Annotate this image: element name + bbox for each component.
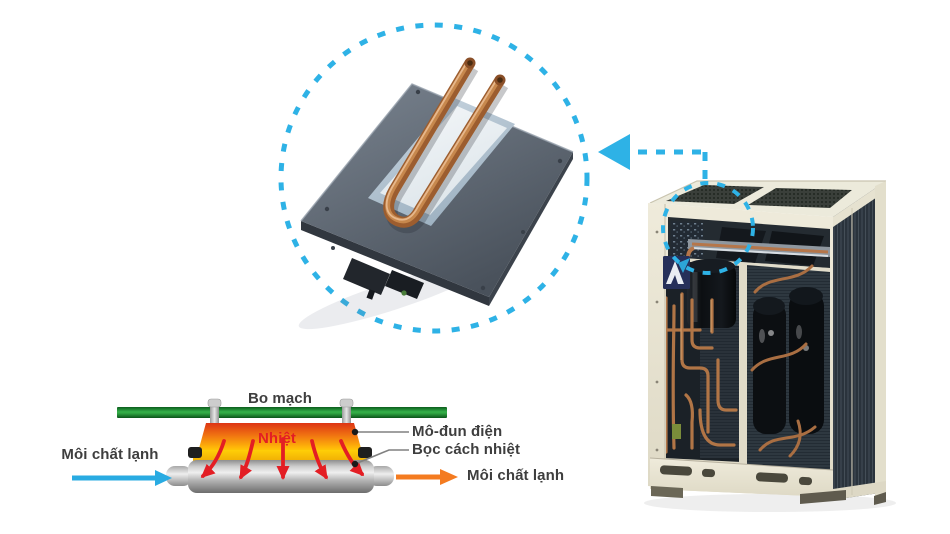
- refrigerant-pipe: [166, 460, 394, 493]
- thermal-insulation-label: Bọc cách nhiệt: [412, 441, 521, 458]
- circuit-board-bar: [117, 407, 447, 418]
- electric-module-label: Mô-đun điện: [412, 423, 503, 440]
- heat-label: Nhiệt: [258, 430, 296, 447]
- refrigerant-out-arrow-icon: [396, 469, 458, 485]
- daikin-logo-icon: [663, 256, 690, 289]
- heat-flow-arrows: [200, 437, 365, 480]
- outdoor-unit-photo: [644, 180, 896, 512]
- unit-highlight-circle-icon: [661, 181, 755, 275]
- leader-lines: [354, 431, 409, 465]
- standoff-pins: [207, 398, 354, 425]
- copper-pipe: [383, 57, 509, 234]
- pointer-arrow-icon: [598, 134, 708, 184]
- refrigerant-out-label: Môi chất lạnh: [467, 467, 565, 484]
- callout-circle-icon: [278, 22, 590, 334]
- refrigerant-in-label: Môi chất lạnh: [61, 446, 159, 463]
- electric-module-block: [188, 423, 372, 462]
- circuit-board-label: Bo mạch: [247, 390, 313, 407]
- heat-transfer-schematic: [72, 398, 458, 493]
- refrigerant-in-arrow-icon: [72, 470, 172, 486]
- cooling-plate-photo: [298, 57, 574, 330]
